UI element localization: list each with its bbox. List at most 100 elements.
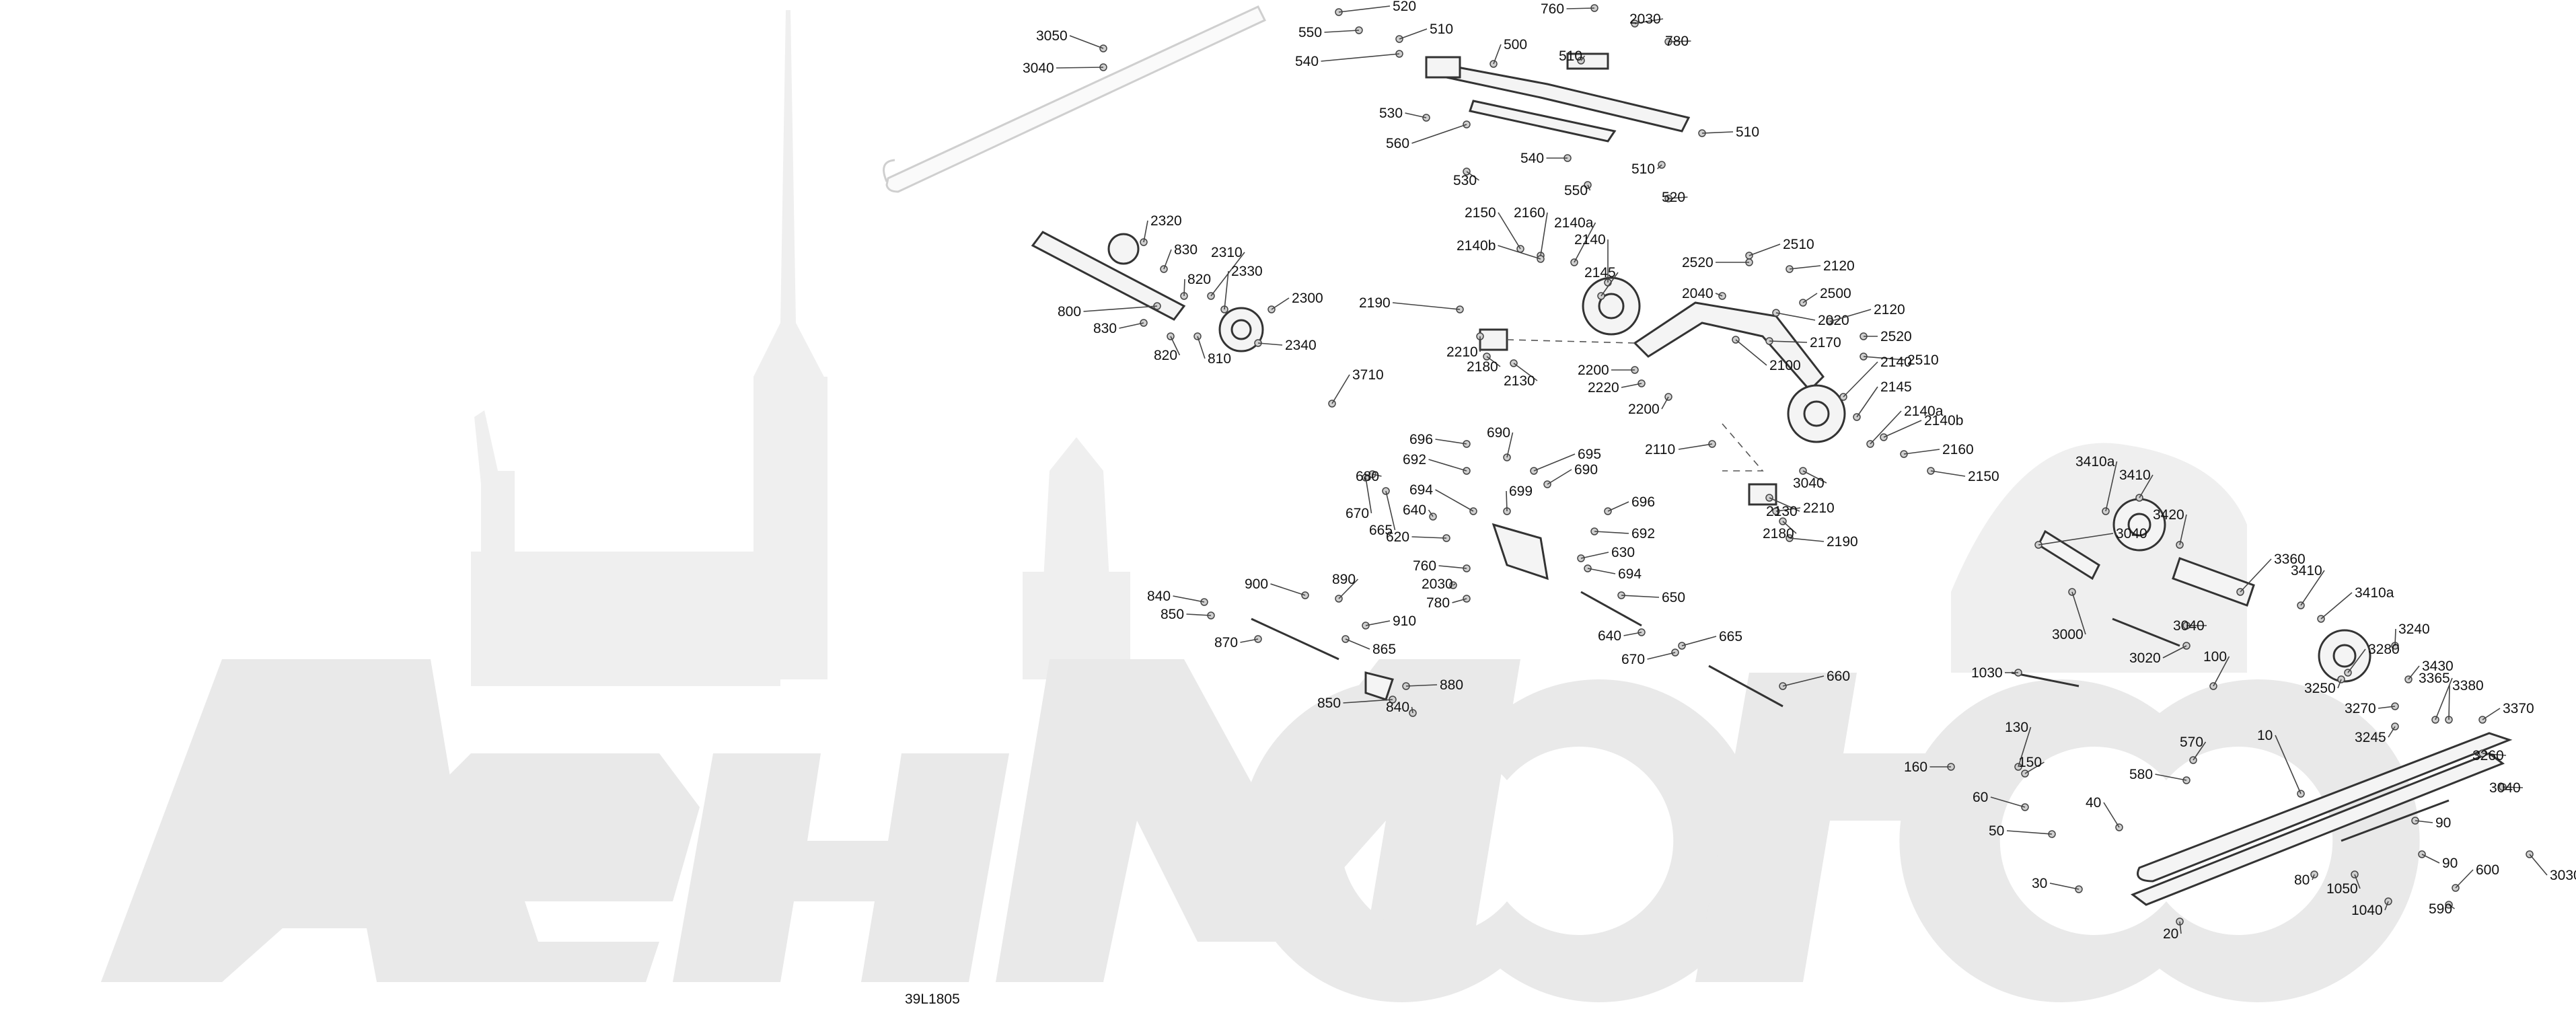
callout-label: 760	[1541, 1, 1564, 17]
callout-label: 2520	[1682, 255, 1714, 270]
right-rail	[2130, 732, 2513, 906]
callout-leader	[1170, 336, 1181, 356]
callout-label: 900	[1245, 576, 1268, 592]
callout-leader	[2006, 830, 2053, 835]
callout-label: 150	[2018, 755, 2042, 770]
brand-watermark	[101, 659, 2420, 1002]
callout-label: 2140b	[1457, 238, 1496, 254]
callout-leader	[2529, 854, 2548, 876]
callout-label: 2040	[1682, 286, 1714, 301]
callout-leader	[1411, 124, 1467, 144]
callout-leader	[2482, 753, 2507, 756]
callout-label: 3420	[2153, 507, 2184, 523]
callout-label: 2190	[1827, 534, 1858, 550]
callout-leader	[1930, 470, 1966, 477]
callout-leader	[1769, 497, 1800, 512]
callout-label: 2170	[1810, 335, 1841, 350]
callout-leader	[1338, 578, 1359, 599]
callout-leader	[2378, 706, 2396, 709]
callout-label: 2130	[1504, 373, 1535, 389]
callout-label: 665	[1719, 629, 1742, 644]
callout-label: 590	[2429, 901, 2452, 917]
callout-label: 880	[1440, 677, 1463, 693]
callout-leader	[1661, 396, 1669, 410]
callout-label: 580	[2129, 767, 2153, 782]
callout-leader	[2240, 558, 2272, 593]
callout-leader	[1345, 638, 1370, 650]
callout-label: 680	[1356, 469, 1379, 484]
callout-label: 3360	[2274, 552, 2306, 567]
callout-label: 30	[2032, 876, 2047, 891]
callout-leader	[2320, 592, 2353, 620]
callout-leader	[1365, 620, 1391, 626]
callout-label: 2160	[1514, 205, 1545, 221]
callout-leader	[1498, 245, 1541, 260]
callout-leader	[1271, 297, 1290, 310]
callout-leader	[1566, 7, 1595, 9]
callout-label: 2300	[1292, 291, 1323, 306]
callout-label: 640	[1598, 628, 1621, 644]
center-arm	[1479, 276, 1846, 506]
callout-leader	[1775, 507, 1801, 512]
callout-label: 910	[1393, 613, 1416, 629]
callout-leader	[1789, 537, 1825, 542]
callout-label: 2110	[1645, 442, 1675, 457]
callout-leader	[1428, 459, 1467, 472]
callout-leader	[1324, 30, 1360, 33]
callout-leader	[1224, 270, 1229, 310]
callout-label: 840	[1386, 700, 1409, 715]
callout-leader	[2448, 904, 2455, 909]
callout-label: 3410a	[2355, 585, 2394, 601]
callout-leader	[1580, 55, 1586, 61]
callout-label: 820	[1154, 348, 1177, 363]
callout-leader	[1668, 196, 1688, 199]
callout-label: 699	[1509, 484, 1533, 499]
callout-label: 100	[2203, 649, 2227, 665]
callout-label: 530	[1379, 106, 1403, 121]
callout-label: 570	[2180, 735, 2203, 750]
callout-leader	[2408, 665, 2420, 680]
callout-leader	[2482, 708, 2501, 720]
callout-leader	[1990, 796, 2026, 808]
callout-leader	[1466, 171, 1479, 181]
callout-leader	[1119, 322, 1144, 329]
callout-label: 670	[1346, 506, 1369, 521]
callout-label: 810	[1208, 351, 1231, 367]
callout-label: 80	[2294, 872, 2310, 888]
callout-label: 40	[2086, 795, 2101, 811]
callout-leader	[1338, 5, 1391, 13]
callout-label: 2320	[1150, 213, 1182, 229]
callout-leader	[1405, 112, 1427, 118]
callout-leader	[1486, 356, 1501, 367]
callout-label: 2120	[1874, 302, 1905, 317]
callout-label: 3410	[2291, 563, 2322, 578]
callout-label: 3040	[2173, 618, 2205, 634]
callout-label: 780	[1665, 34, 1689, 49]
callout-leader	[1506, 432, 1514, 458]
callout-label: 3410	[2119, 467, 2151, 483]
callout-label: 510	[1559, 48, 1582, 64]
callout-label: 2340	[1285, 338, 1317, 353]
callout-label: 2145	[1880, 379, 1912, 395]
callout-leader	[2103, 802, 2120, 828]
callout-leader	[1656, 164, 1662, 170]
callout-label: 2210	[1446, 344, 1478, 360]
callout-leader	[1321, 53, 1400, 62]
callout-leader	[2354, 874, 2361, 889]
callout-label: 3030	[2550, 868, 2576, 883]
callout-leader	[2455, 869, 2474, 889]
callout-leader	[1405, 684, 1438, 687]
callout-leader	[1769, 340, 1808, 343]
callout-label: 2190	[1359, 295, 1391, 311]
callout-label: 692	[1631, 526, 1655, 541]
callout-leader	[1513, 363, 1538, 381]
callout-label: 510	[1631, 161, 1655, 177]
callout-leader	[1452, 598, 1467, 603]
callout-leader	[1802, 293, 1818, 303]
callout-leader	[1240, 638, 1259, 643]
callout-leader	[1435, 489, 1474, 512]
callout-leader	[1856, 386, 1878, 418]
callout-label: 510	[1736, 124, 1759, 140]
